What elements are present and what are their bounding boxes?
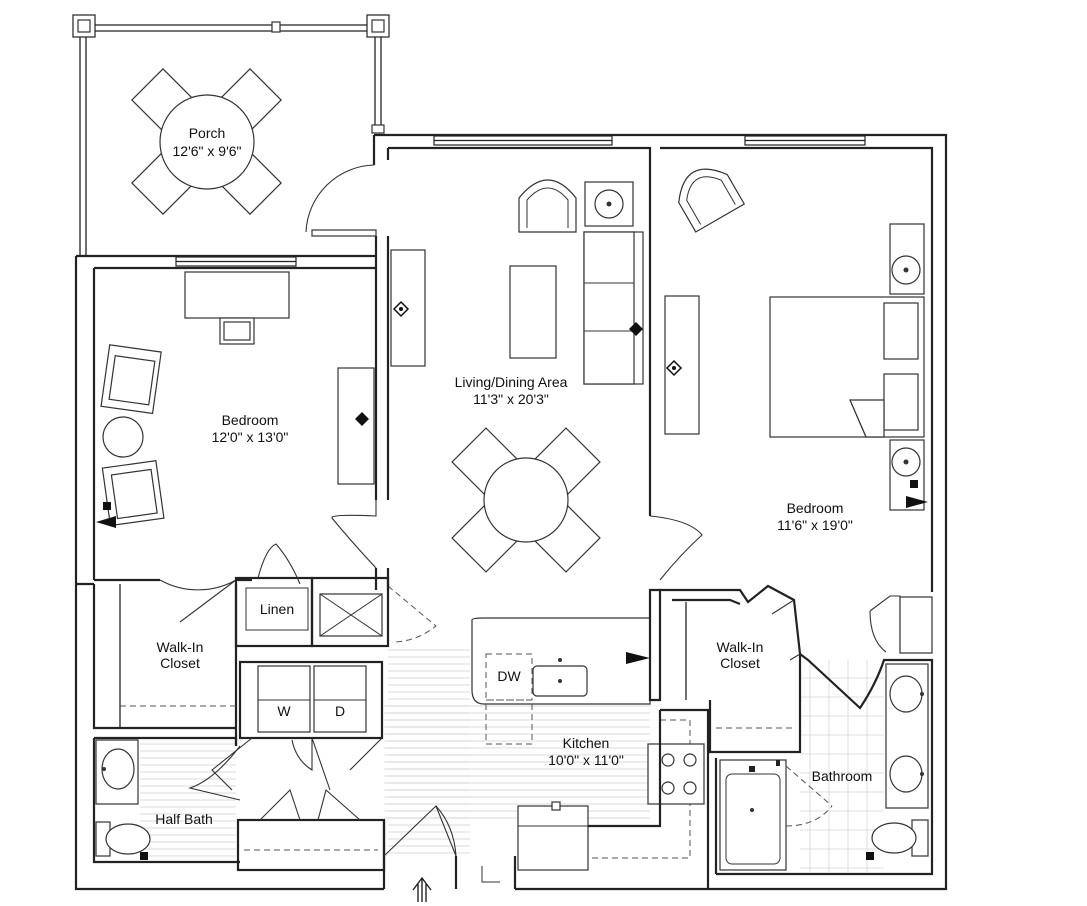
kitchen-size: 10'0" x 11'0" bbox=[548, 752, 624, 768]
porch-area: Porch 12'6" x 9'6" bbox=[72, 14, 390, 255]
armchair bbox=[100, 344, 162, 415]
toilet bbox=[95, 821, 151, 857]
porch-size: 12'6" x 9'6" bbox=[173, 143, 242, 159]
porch-dining-set bbox=[131, 68, 282, 215]
half-bath: Half Bath bbox=[92, 736, 241, 864]
refrigerator bbox=[517, 805, 589, 871]
left-walkin-closet: Walk-In Closet bbox=[76, 582, 238, 730]
dining-set bbox=[451, 427, 601, 573]
left-walkin-label-1: Walk-In bbox=[157, 639, 204, 655]
living-label: Living/Dining Area bbox=[455, 374, 568, 390]
exterior-walls bbox=[74, 133, 948, 891]
shower bbox=[719, 759, 787, 871]
living-armchair bbox=[518, 179, 577, 233]
dryer-label: D bbox=[335, 703, 345, 719]
right-bedroom-label: Bedroom bbox=[787, 500, 844, 516]
washer-label: W bbox=[277, 703, 291, 719]
left-bedroom-label: Bedroom bbox=[222, 412, 279, 428]
half-bath-label: Half Bath bbox=[155, 811, 213, 827]
right-walkin-label-2: Closet bbox=[720, 655, 760, 671]
porch-label: Porch bbox=[189, 125, 226, 141]
hvac-closet bbox=[310, 576, 437, 648]
interior-walls bbox=[234, 568, 390, 746]
left-bedroom: Bedroom 12'0" x 13'0" bbox=[94, 271, 375, 623]
washer bbox=[257, 665, 311, 733]
porch-door[interactable] bbox=[305, 164, 377, 237]
kitchen: DW Kitchen 10'0" x 11'0" bbox=[471, 617, 710, 889]
right-bedroom: Bedroom 11'6" x 19'0" bbox=[664, 168, 933, 654]
left-bedroom-size: 12'0" x 13'0" bbox=[212, 429, 289, 445]
armchair bbox=[101, 459, 165, 527]
cooktop bbox=[647, 743, 705, 805]
side-table bbox=[102, 416, 144, 458]
living-size: 11'3" x 20'3" bbox=[473, 391, 549, 407]
dryer bbox=[313, 665, 367, 733]
floor-hatching bbox=[140, 649, 650, 857]
entry-arrow-icon bbox=[412, 876, 432, 902]
bedroom-armchair bbox=[678, 168, 746, 233]
bathroom-toilet bbox=[871, 819, 929, 857]
coat-closet bbox=[236, 788, 386, 872]
laundry: W D bbox=[211, 660, 384, 791]
bed bbox=[769, 296, 925, 438]
linen-label: Linen bbox=[260, 601, 294, 617]
left-walkin-label-2: Closet bbox=[160, 655, 200, 671]
linen-closet: Linen bbox=[234, 543, 314, 648]
desk bbox=[184, 271, 290, 319]
dresser-left bbox=[337, 367, 375, 485]
windows bbox=[175, 135, 866, 267]
bathroom: Bathroom bbox=[714, 653, 934, 876]
bathroom-tile-floor bbox=[800, 660, 884, 872]
kitchen-label: Kitchen bbox=[563, 735, 610, 751]
coffee-table bbox=[509, 265, 557, 359]
right-bedroom-size: 11'6" x 19'0" bbox=[777, 517, 853, 533]
front-door[interactable] bbox=[383, 805, 457, 857]
living-dining: Living/Dining Area 11'3" x 20'3" bbox=[331, 179, 703, 581]
dishwasher-label: DW bbox=[497, 668, 521, 684]
bathroom-label: Bathroom bbox=[812, 768, 873, 784]
right-walkin-closet: Walk-In Closet bbox=[648, 584, 802, 754]
right-walkin-label-1: Walk-In bbox=[717, 639, 764, 655]
